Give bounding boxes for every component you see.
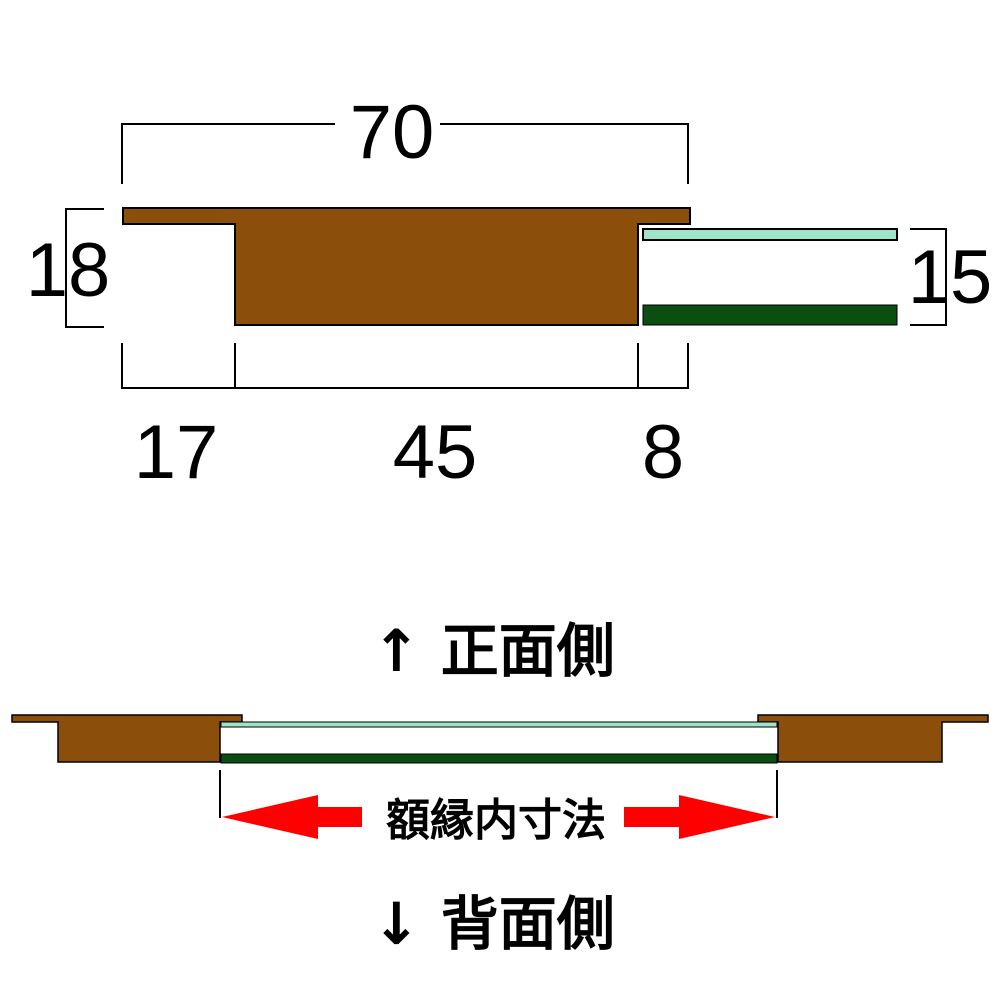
assembled-frame [11, 714, 989, 764]
dimension-line-70-left [121, 123, 335, 184]
inner-size-extension-lines [219, 770, 778, 818]
inner-size-dimension: 額縁内寸法 [219, 770, 778, 846]
dimension-label-15: 15 [908, 235, 993, 320]
arrow-right [624, 795, 775, 839]
dimension-bracket-18 [65, 208, 104, 328]
dimension-height-contents: 15 [908, 228, 993, 326]
dimension-label-8: 8 [642, 410, 684, 495]
frame-molding-section [122, 207, 691, 326]
glass-layer [642, 228, 898, 241]
assembled-backboard [220, 753, 778, 764]
dimension-label-70: 70 [350, 90, 435, 175]
arrow-left [222, 795, 362, 839]
dimension-label-18: 18 [26, 228, 111, 313]
front-side-label: ↑ 正面側 [372, 617, 615, 685]
inner-size-label: 額縁内寸法 [386, 795, 606, 846]
back-side-label: ↓ 背面側 [372, 890, 615, 958]
dimension-width-total: 70 [121, 90, 689, 184]
dimension-segments: 17 45 8 [121, 343, 689, 495]
dimension-bracket-15 [910, 228, 947, 326]
dimension-label-17: 17 [134, 410, 219, 495]
dimension-line-70-right [440, 123, 689, 184]
frame-right-section [757, 714, 989, 763]
backboard-layer [642, 304, 898, 326]
dimension-height-frame: 18 [26, 208, 111, 328]
frame-profile [122, 207, 898, 326]
dimension-label-45: 45 [393, 410, 478, 495]
assembled-glass [220, 721, 778, 728]
dimension-baseline [121, 343, 689, 389]
frame-left-section [11, 714, 243, 763]
